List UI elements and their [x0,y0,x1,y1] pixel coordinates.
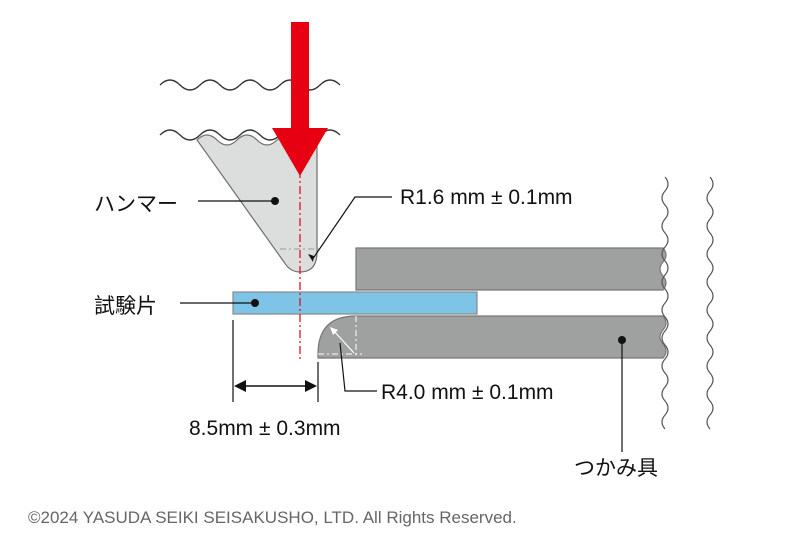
hammer-dot [271,197,279,205]
specimen-label: 試験片 [94,295,157,318]
hammer [196,134,318,273]
dimension-arrow-left [234,380,246,392]
grip-label: つかみ具 [574,457,658,480]
break-line-right-2 [706,176,714,430]
break-line-top [159,79,341,91]
grip-radius-arrow [332,329,355,354]
hammer-radius-label: R1.6 mm ± 0.1mm [400,186,573,209]
force-arrow-head [272,128,328,176]
hammer-radius-arrowhead [308,254,314,262]
grip-lower [317,315,667,359]
dimension-arrow-right [305,380,317,392]
specimen-dot [251,299,259,307]
grip-upper [355,247,667,291]
grip-radius-arrowhead [330,327,338,335]
copyright: ©2024 YASUDA SEIKI SEISAKUSHO, LTD. All … [28,508,517,527]
hammer-radius-leader [311,196,392,261]
specimen [232,291,478,315]
distance-label: 8.5mm ± 0.3mm [189,417,341,440]
break-line-right-1 [661,176,669,430]
force-arrow-shaft [291,22,309,130]
grip-radius-leader [339,342,377,392]
hammer-label: ハンマー [94,193,178,216]
grip-radius-label: R4.0 mm ± 0.1mm [381,381,554,404]
grip-dot [618,336,626,344]
